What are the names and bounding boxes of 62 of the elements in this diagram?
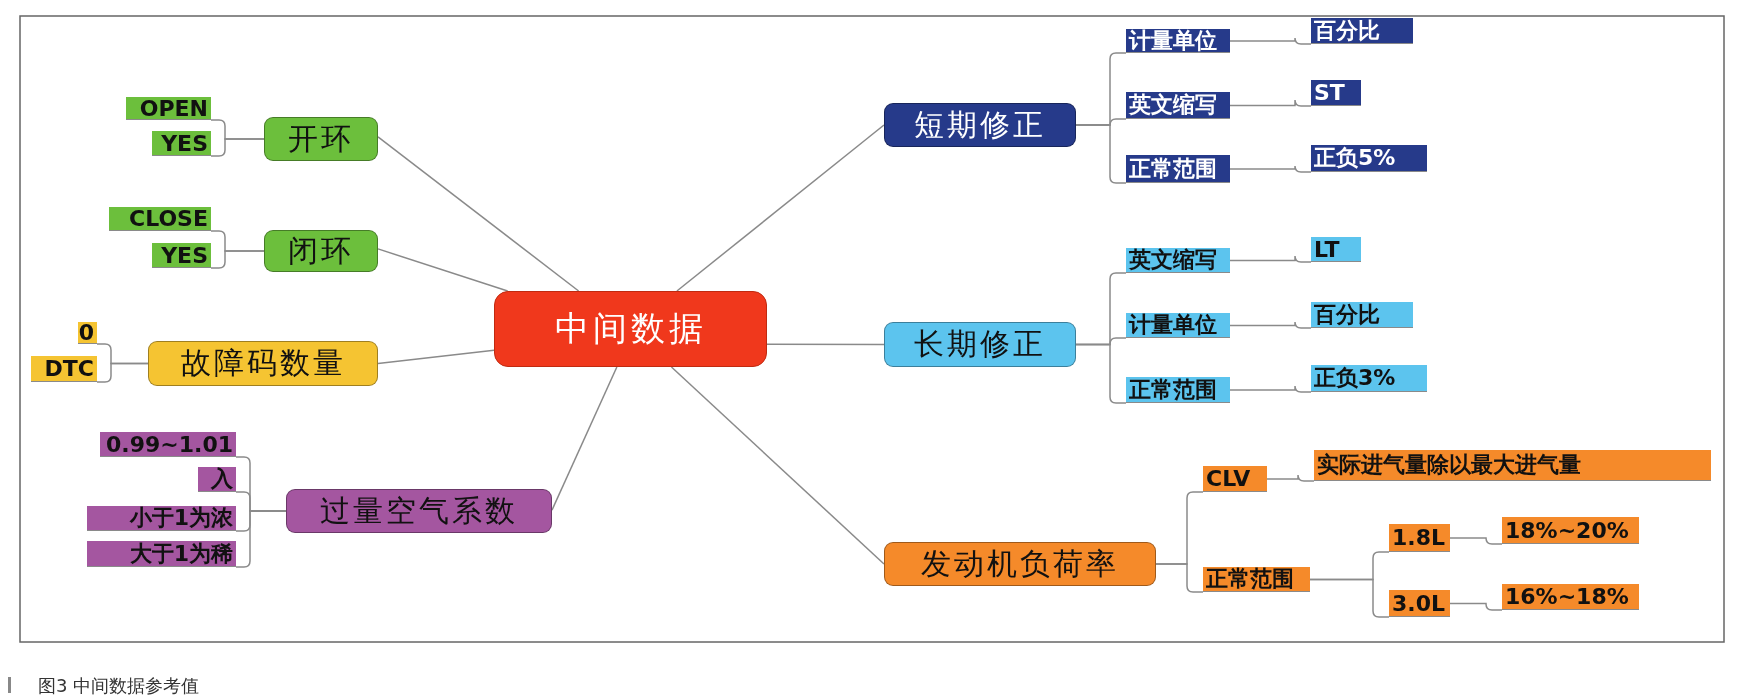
- connector-line: [1449, 602, 1503, 611]
- topic-box: 短期修正: [884, 103, 1076, 147]
- connector-line: [1309, 578, 1390, 618]
- topic-box: 开环: [264, 117, 378, 161]
- subtopic-label: CLV: [1203, 466, 1267, 492]
- subtopic-label: 16%~18%: [1502, 584, 1639, 610]
- subtopic-label: 0.99~1.01: [100, 432, 236, 457]
- subtopic-label: YES: [152, 243, 211, 268]
- connector-line: [1229, 165, 1312, 173]
- connector-line: [1266, 474, 1315, 482]
- subtopic-label: LT: [1311, 237, 1361, 262]
- subtopic-label: 英文缩写: [1126, 248, 1230, 273]
- topic-box: 过量空气系数: [286, 489, 552, 533]
- connector-line: [1229, 255, 1312, 263]
- connector-line: [1075, 343, 1127, 404]
- subtopic-label: ST: [1311, 80, 1361, 106]
- subtopic-label: 0: [78, 322, 97, 344]
- topic-box: 发动机负荷率: [884, 542, 1156, 586]
- caption: 图3 中间数据参考值: [38, 674, 200, 698]
- subtopic-label: CLOSE: [109, 207, 211, 231]
- subtopic-label: 18%~20%: [1502, 517, 1639, 544]
- connector-line: [1449, 537, 1503, 545]
- central-topic-box: 中间数据: [494, 291, 767, 367]
- topic-box: 长期修正: [884, 322, 1076, 367]
- subtopic-label: 入: [198, 467, 236, 492]
- subtopic-label: 正负5%: [1311, 145, 1427, 172]
- connector-line: [766, 343, 885, 346]
- subtopic-label: OPEN: [126, 97, 211, 120]
- connector-line: [377, 349, 495, 365]
- topic-box: 故障码数量: [148, 341, 378, 386]
- subtopic-label: 计量单位: [1126, 29, 1230, 53]
- subtopic-label: 1.8L: [1389, 524, 1450, 552]
- subtopic-label: 正负3%: [1311, 365, 1427, 392]
- connector-line: [210, 138, 265, 157]
- subtopic-label: 3.0L: [1389, 590, 1450, 617]
- connector-line: [377, 248, 509, 292]
- subtopic-label: 正常范围: [1203, 567, 1310, 592]
- connector-line: [1229, 385, 1312, 393]
- subtopic-label: 百分比: [1311, 302, 1413, 328]
- connector-line: [235, 510, 287, 568]
- subtopic-label: 正常范围: [1126, 377, 1230, 403]
- subtopic-label: DTC: [31, 356, 97, 382]
- subtopic-label: 计量单位: [1126, 313, 1230, 338]
- subtopic-label: 正常范围: [1126, 155, 1230, 183]
- connector-line: [1229, 99, 1312, 107]
- subtopic-label: 大于1为稀: [87, 541, 236, 567]
- connector-line: [1229, 37, 1312, 45]
- connector-line: [551, 366, 618, 511]
- connector-line: [1155, 563, 1204, 593]
- connector-line: [1075, 124, 1127, 184]
- subtopic-label: YES: [152, 131, 211, 156]
- subtopic-label: 英文缩写: [1126, 92, 1230, 119]
- connector-line: [96, 362, 149, 383]
- subtopic-label: 小于1为浓: [87, 506, 236, 531]
- subtopic-label: 百分比: [1311, 18, 1413, 44]
- subtopic-label: 实际进气量除以最大进气量: [1314, 450, 1711, 481]
- topic-box: 闭环: [264, 230, 378, 272]
- connector-line: [670, 366, 885, 565]
- connector-line: [676, 124, 885, 292]
- connector-line: [377, 136, 580, 292]
- connector-line: [210, 250, 265, 269]
- connector-line: [1229, 321, 1312, 329]
